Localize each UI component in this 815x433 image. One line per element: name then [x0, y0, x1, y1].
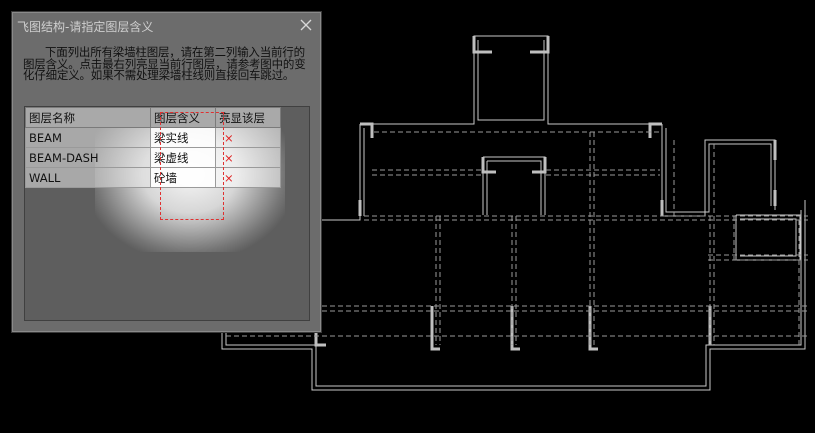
close-icon: [300, 19, 312, 31]
dialog-title: 飞图结构-请指定图层含义: [17, 20, 154, 34]
dialog-description: 下面列出所有梁墙柱图层，请在第二列输入当前行的图层含义。点击最右列亮显当前行图层…: [23, 45, 306, 82]
layer-name-cell[interactable]: WALL: [25, 167, 151, 188]
highlight-toggle-cell[interactable]: ×: [215, 167, 281, 188]
dialog-titlebar[interactable]: 飞图结构-请指定图层含义: [13, 13, 320, 39]
layer-meaning-cell[interactable]: 梁实线: [150, 127, 216, 148]
highlight-toggle-cell[interactable]: ×: [215, 147, 281, 168]
column-header-highlight[interactable]: 亮显该层: [215, 107, 281, 128]
close-button[interactable]: [296, 15, 316, 35]
layer-name-cell[interactable]: BEAM: [25, 127, 151, 148]
column-header-layer-name[interactable]: 图层名称: [25, 107, 151, 128]
layer-definition-dialog: 飞图结构-请指定图层含义 下面列出所有梁墙柱图层，请在第二列输入当前行的图层含义…: [12, 12, 321, 332]
highlight-toggle-cell[interactable]: ×: [215, 127, 281, 148]
layer-meaning-cell[interactable]: 梁虚线: [150, 147, 216, 168]
table-header-row: 图层名称 图层含义 亮显该层: [25, 107, 281, 128]
layer-meaning-cell[interactable]: 砼墙: [150, 167, 216, 188]
layer-table: 图层名称 图层含义 亮显该层 BEAM 梁实线 × BEAM-DASH 梁虚线 …: [25, 107, 281, 188]
table-row[interactable]: BEAM-DASH 梁虚线 ×: [25, 147, 281, 168]
layer-grid: 图层名称 图层含义 亮显该层 BEAM 梁实线 × BEAM-DASH 梁虚线 …: [24, 106, 310, 321]
column-header-layer-meaning[interactable]: 图层含义: [150, 107, 216, 128]
table-row[interactable]: BEAM 梁实线 ×: [25, 127, 281, 148]
table-row[interactable]: WALL 砼墙 ×: [25, 167, 281, 188]
layer-name-cell[interactable]: BEAM-DASH: [25, 147, 151, 168]
